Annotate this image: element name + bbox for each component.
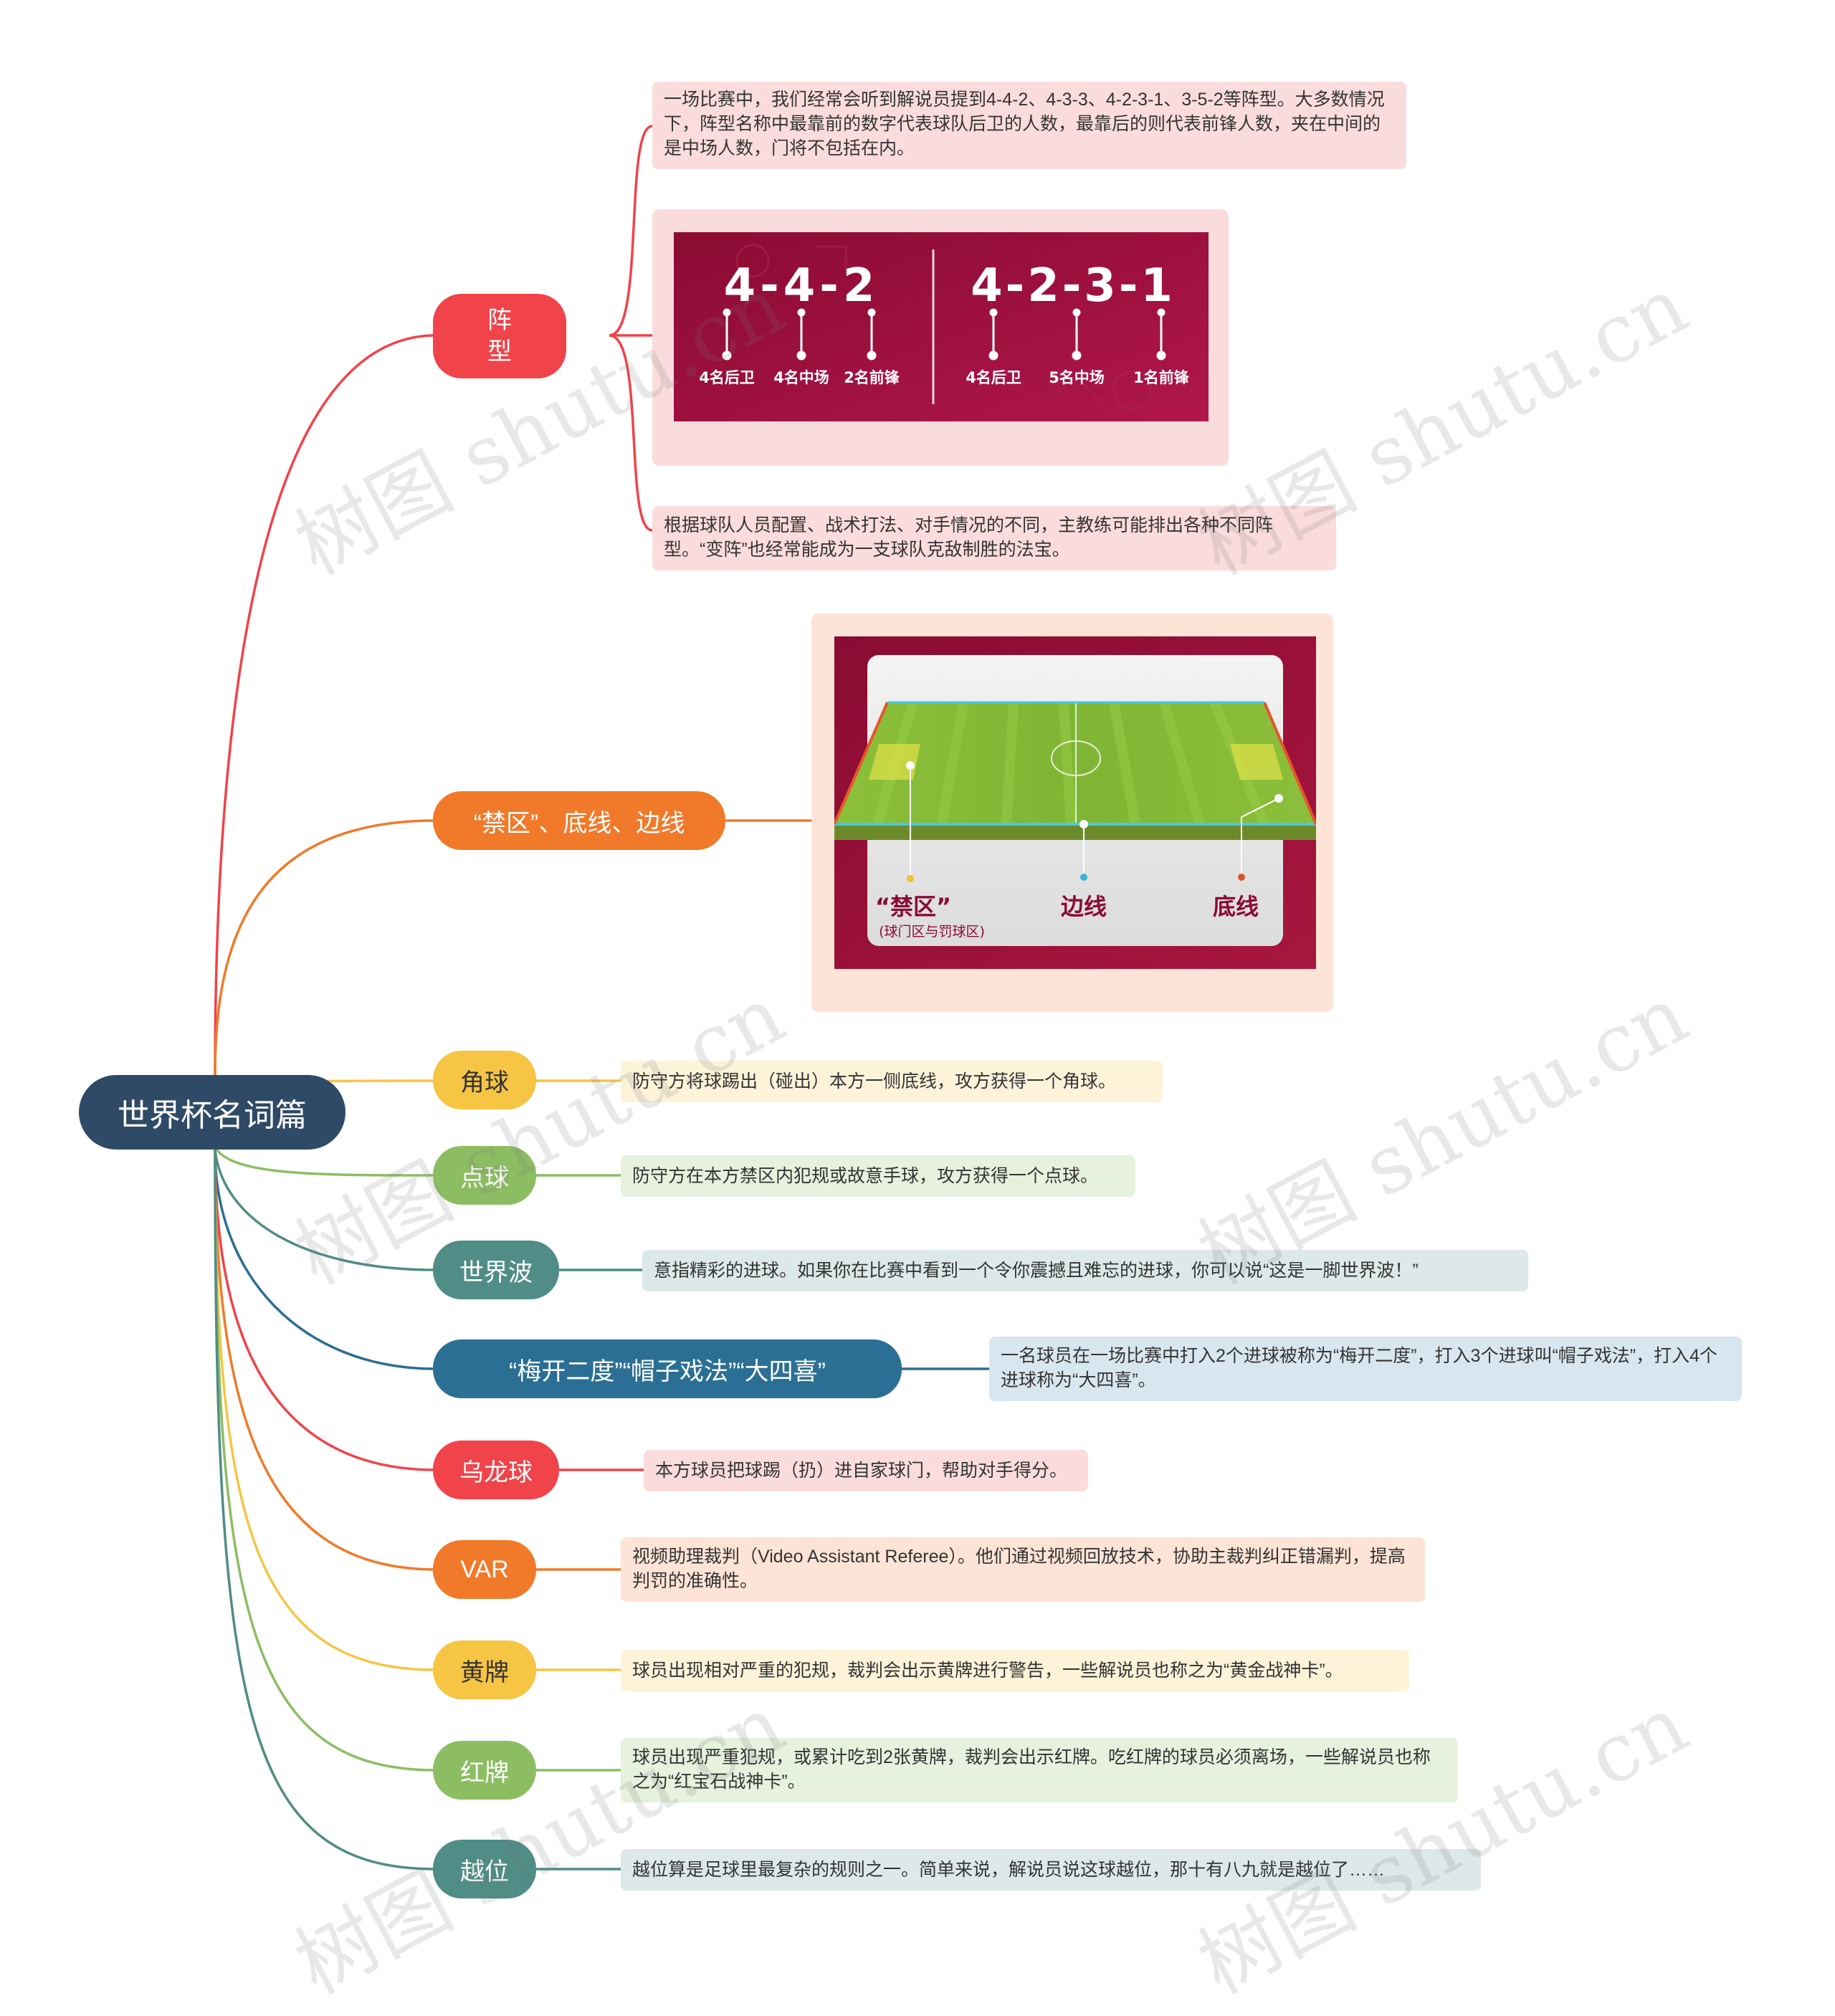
link-penalty bbox=[214, 1146, 437, 1177]
topic-penalty-area[interactable]: “禁区”、底线、边线 bbox=[433, 791, 725, 850]
topic-corner[interactable]: 角球 bbox=[433, 1051, 536, 1109]
link-yellow bbox=[214, 1149, 437, 1671]
topic-world-wave[interactable]: 世界波 bbox=[433, 1241, 559, 1299]
formation-right-label-3: 1名前锋 bbox=[1133, 369, 1190, 386]
pitch-illustration: “禁区” (球门区与罚球区) 边线 底线 bbox=[834, 636, 1316, 969]
pitch-label-box: “禁区” bbox=[875, 893, 951, 920]
formation-image-box: 4-4-2 4-2-3-1 4名后卫 4名中场 2名前锋 4名后卫 5名中场 1… bbox=[652, 209, 1229, 466]
formation-left-label-1: 4名后卫 bbox=[699, 369, 755, 386]
formation-left-title: 4-4-2 bbox=[724, 259, 880, 312]
link-offside bbox=[214, 1149, 437, 1871]
pitch-label-box-sub: (球门区与罚球区) bbox=[879, 924, 985, 940]
topic-offside[interactable]: 越位 bbox=[433, 1840, 536, 1898]
formation-left-label-3: 2名前锋 bbox=[844, 369, 900, 386]
formation-right-title: 4-2-3-1 bbox=[971, 259, 1176, 312]
link-formation-note1 bbox=[609, 125, 653, 337]
formation-illustration: 4-4-2 4-2-3-1 4名后卫 4名中场 2名前锋 4名后卫 5名中场 1… bbox=[674, 232, 1209, 421]
note-offside: 越位算是足球里最复杂的规则之一。简单来说，解说员说这球越位，那十有八九就是越位了… bbox=[621, 1849, 1481, 1891]
topic-red-card[interactable]: 红牌 bbox=[433, 1741, 536, 1800]
note-own-goal: 本方球员把球踢（扔）进自家球门，帮助对手得分。 bbox=[644, 1450, 1088, 1491]
formation-left-label-2: 4名中场 bbox=[773, 369, 829, 386]
note-formation-change: 根据球队人员配置、战术打法、对手情况的不同，主教练可能排出各种不同阵型。“变阵”… bbox=[652, 506, 1336, 570]
formation-right-label-1: 4名后卫 bbox=[966, 369, 1021, 386]
formation-right-label-2: 5名中场 bbox=[1049, 369, 1105, 386]
topic-yellow-card[interactable]: 黄牌 bbox=[433, 1640, 536, 1699]
link-formation-note2 bbox=[609, 334, 653, 532]
note-red-card: 球员出现严重犯规，或累计吃到2张黄牌，裁判会出示红牌。吃红牌的球员必须离场，一些… bbox=[621, 1738, 1458, 1802]
link-world-wave bbox=[214, 1149, 437, 1271]
pitch-label-goal-line: 底线 bbox=[1213, 893, 1259, 920]
note-yellow-card: 球员出现相对严重的犯规，裁判会出示黄牌进行警告，一些解说员也称之为“黄金战神卡”… bbox=[621, 1650, 1409, 1691]
root-topic[interactable]: 世界杯名词篇 bbox=[79, 1075, 345, 1150]
pitch-image-box: “禁区” (球门区与罚球区) 边线 底线 bbox=[811, 613, 1333, 1012]
link-penalty-area bbox=[214, 819, 437, 1076]
note-var: 视频助理裁判（Video Assistant Referee）。他们通过视频回放… bbox=[621, 1537, 1425, 1602]
note-penalty: 防守方在本方禁区内犯规或故意手球，攻方获得一个点球。 bbox=[621, 1155, 1135, 1197]
note-goals: 一名球员在一场比赛中打入2个进球被称为“梅开二度”，打入3个进球叫“帽子戏法”，… bbox=[989, 1337, 1742, 1401]
link-red bbox=[214, 1149, 437, 1772]
link-goals bbox=[214, 1149, 437, 1370]
link-var bbox=[214, 1149, 437, 1571]
note-corner: 防守方将球踢出（碰出）本方一侧底线，攻方获得一个角球。 bbox=[621, 1061, 1163, 1102]
note-formation-intro: 一场比赛中，我们经常会听到解说员提到4-4-2、4-3-3、4-2-3-1、3-… bbox=[652, 82, 1406, 169]
topic-goals[interactable]: “梅开二度”“帽子戏法”“大四喜” bbox=[433, 1339, 902, 1398]
note-world-wave: 意指精彩的进球。如果你在比赛中看到一个令你震撼且难忘的进球，你可以说“这是一脚世… bbox=[642, 1250, 1528, 1291]
topic-var[interactable]: VAR bbox=[433, 1540, 536, 1599]
pitch-label-touchline: 边线 bbox=[1061, 893, 1107, 920]
link-formation bbox=[214, 334, 437, 1076]
topic-own-goal[interactable]: 乌龙球 bbox=[433, 1441, 559, 1499]
link-own-goal bbox=[214, 1149, 437, 1471]
topic-formation[interactable]: 阵型 bbox=[433, 294, 566, 378]
topic-penalty[interactable]: 点球 bbox=[433, 1146, 536, 1205]
